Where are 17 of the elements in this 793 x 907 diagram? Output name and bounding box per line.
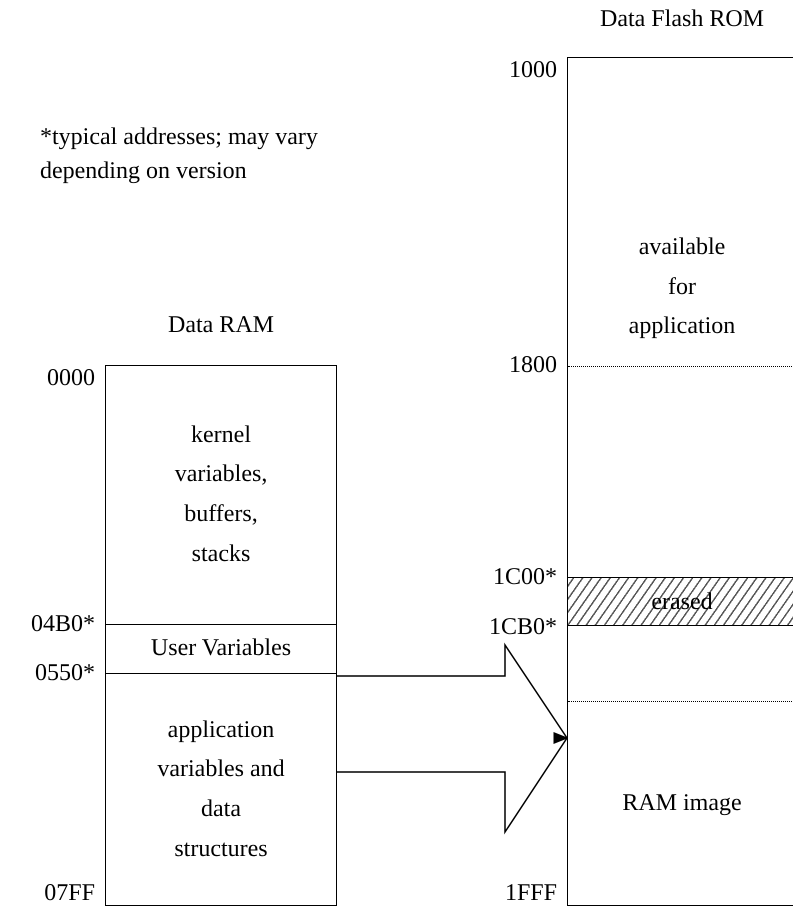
column-heading: Data RAM	[167, 312, 275, 339]
address-label: 07FF	[44, 879, 95, 907]
memory-region: application variables and data structures	[106, 674, 336, 906]
note-text: *typical addresses; may vary depending on version	[40, 123, 319, 186]
memory-region: RAM image	[568, 701, 793, 906]
address-label: 1FFF	[504, 879, 557, 907]
column-heading: Data Flash ROM	[599, 6, 765, 33]
address-label: 1C00*	[492, 563, 557, 591]
address-label: 1800	[509, 351, 557, 379]
address-label: 0000	[47, 364, 95, 392]
memory-region: kernel variables, buffers, stacks	[106, 366, 336, 625]
memory-region: User Variables	[106, 625, 336, 674]
address-label: 1000	[509, 56, 557, 84]
block-arrow	[336, 642, 568, 834]
address-label: 04B0*	[30, 610, 95, 638]
address-label: 1CB0*	[488, 613, 557, 641]
address-label: 0550*	[35, 659, 95, 687]
